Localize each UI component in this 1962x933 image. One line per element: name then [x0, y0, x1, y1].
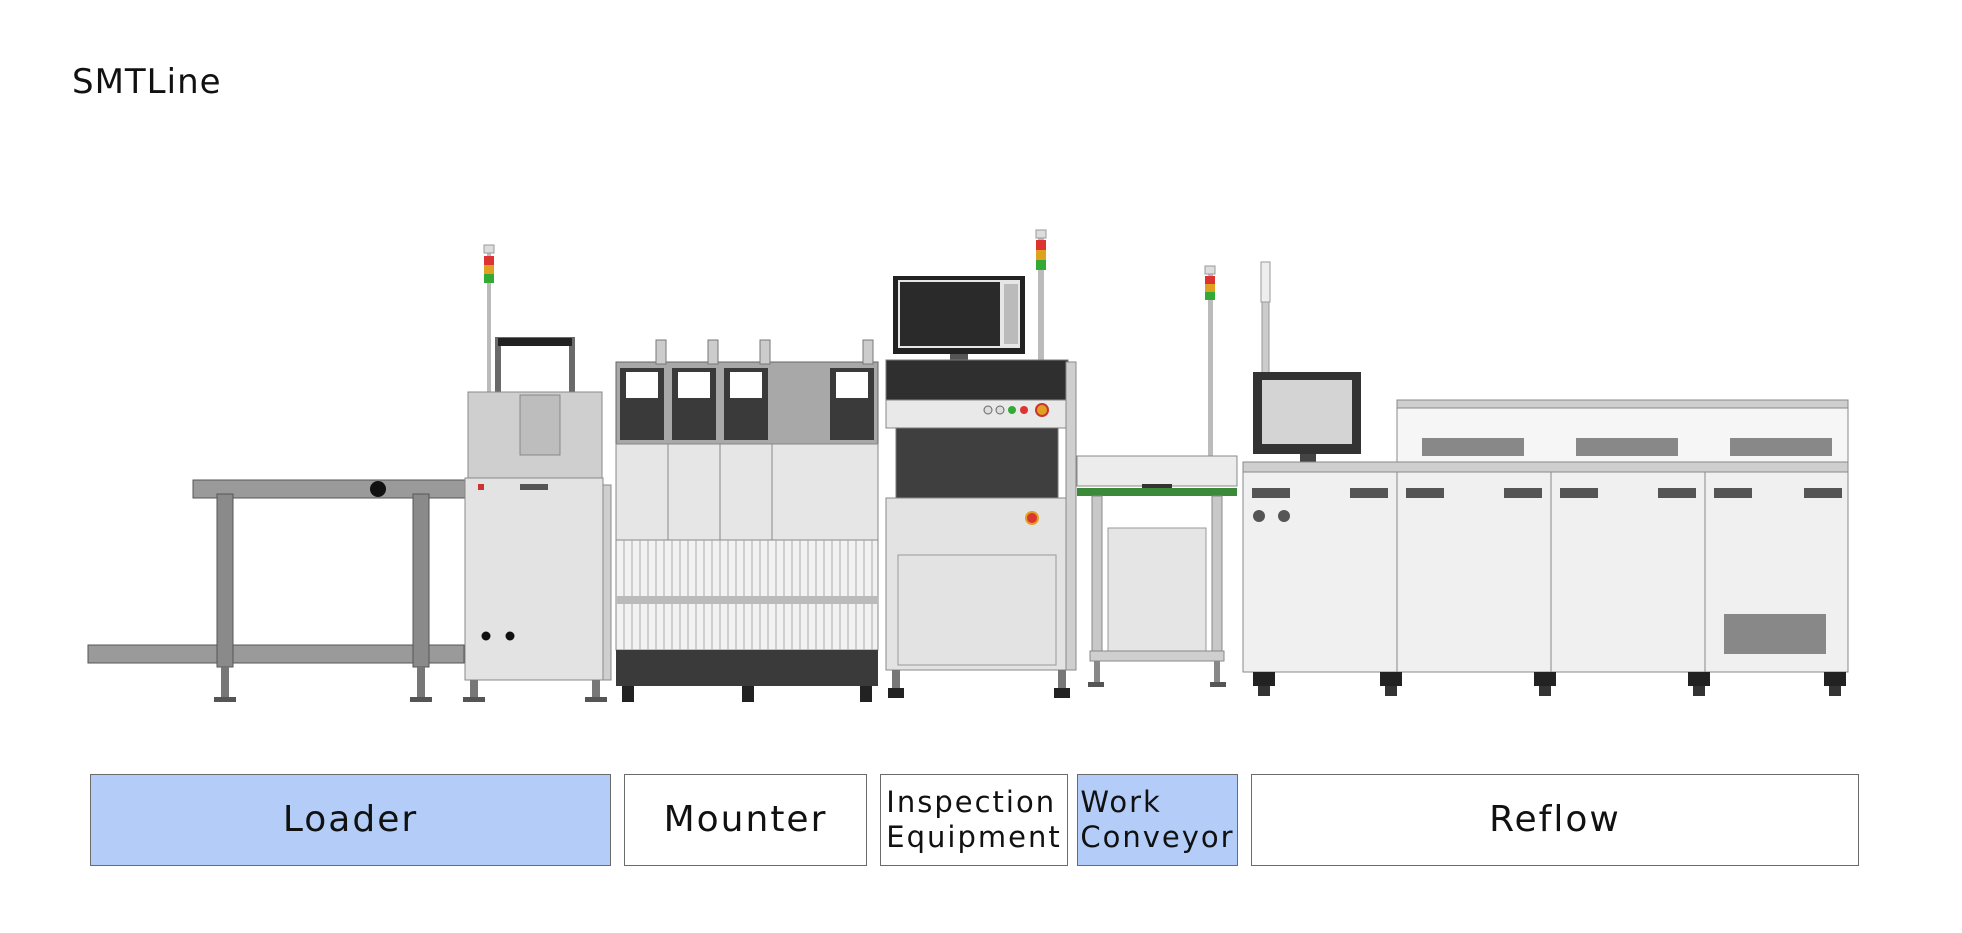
conveyor-label-line2: Conveyor — [1080, 820, 1235, 854]
mounter-label: Mounter — [663, 799, 828, 841]
conveyor-label: Work Conveyor — [1080, 785, 1234, 855]
reflow-machine[interactable] — [1242, 261, 1849, 696]
smt-line-illustration — [87, 229, 1849, 702]
loader-label-button[interactable]: Loader — [90, 774, 611, 866]
loader-machine[interactable] — [87, 244, 612, 702]
inspection-label-button[interactable]: Inspection Equipment — [880, 774, 1068, 866]
conveyor-label-line1: Work — [1080, 785, 1162, 820]
reflow-label-button[interactable]: Reflow — [1251, 774, 1859, 866]
conveyor-machine[interactable] — [1076, 265, 1238, 687]
mounter-machine[interactable] — [615, 339, 879, 702]
loader-label: Loader — [282, 799, 419, 841]
inspection-label: Inspection Equipment — [886, 785, 1061, 855]
conveyor-label-button[interactable]: Work Conveyor — [1077, 774, 1238, 866]
mounter-label-button[interactable]: Mounter — [624, 774, 867, 866]
inspection-label-line1: Inspection — [886, 785, 1057, 820]
reflow-label: Reflow — [1489, 799, 1621, 841]
page-title: SMTLine — [72, 62, 222, 102]
inspection-machine[interactable] — [885, 229, 1077, 698]
inspection-label-line2: Equipment — [886, 820, 1062, 854]
